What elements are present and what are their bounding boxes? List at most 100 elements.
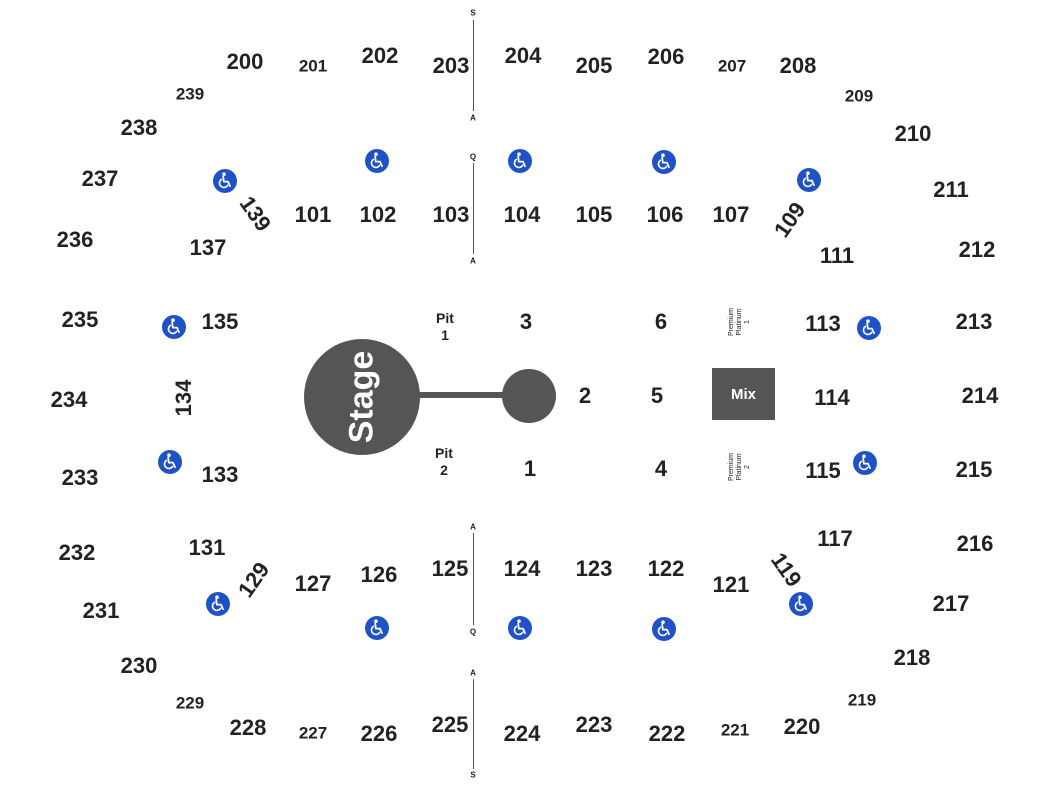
wheelchair-icon[interactable] <box>857 316 881 340</box>
section-203[interactable]: 203 <box>432 53 470 78</box>
section-200[interactable]: 200 <box>226 49 264 74</box>
wheelchair-icon[interactable] <box>162 315 186 339</box>
floor-section-2[interactable]: 2 <box>578 383 592 408</box>
section-134[interactable]: 134 <box>171 379 196 417</box>
section-103[interactable]: 103 <box>432 202 470 227</box>
section-222[interactable]: 222 <box>648 721 686 746</box>
wheelchair-icon[interactable] <box>652 150 676 174</box>
wheelchair-icon[interactable] <box>853 451 877 475</box>
wheelchair-icon[interactable] <box>206 592 230 616</box>
section-239[interactable]: 239 <box>175 84 205 104</box>
section-218[interactable]: 218 <box>893 645 931 670</box>
section-237[interactable]: 237 <box>81 166 119 191</box>
section-214[interactable]: 214 <box>961 383 999 408</box>
pit-2[interactable]: Pit 2 <box>435 445 453 479</box>
section-133[interactable]: 133 <box>201 462 239 487</box>
section-219[interactable]: 219 <box>847 690 877 710</box>
section-224[interactable]: 224 <box>503 721 541 746</box>
section-122[interactable]: 122 <box>647 556 685 581</box>
section-109[interactable]: 109 <box>768 197 811 242</box>
section-204[interactable]: 204 <box>504 43 542 68</box>
section-215[interactable]: 215 <box>955 457 993 482</box>
wheelchair-icon[interactable] <box>158 450 182 474</box>
section-212[interactable]: 212 <box>958 237 996 262</box>
section-231[interactable]: 231 <box>82 598 120 623</box>
section-238[interactable]: 238 <box>120 115 158 140</box>
section-229[interactable]: 229 <box>175 693 205 713</box>
aisle-line-bottom-inner <box>473 533 474 625</box>
section-221[interactable]: 221 <box>720 720 750 740</box>
aisle-letter-bottom-a: A <box>470 668 476 678</box>
section-206[interactable]: 206 <box>647 44 685 69</box>
section-129[interactable]: 129 <box>232 557 275 602</box>
pit-1[interactable]: Pit 1 <box>436 310 454 344</box>
section-230[interactable]: 230 <box>120 653 158 678</box>
floor-section-6[interactable]: 6 <box>654 309 668 334</box>
section-124[interactable]: 124 <box>503 556 541 581</box>
section-135[interactable]: 135 <box>201 309 239 334</box>
mix-booth[interactable]: Mix <box>712 368 775 420</box>
section-208[interactable]: 208 <box>779 53 817 78</box>
section-210[interactable]: 210 <box>894 121 932 146</box>
section-137[interactable]: 137 <box>189 235 227 260</box>
wheelchair-icon[interactable] <box>365 616 389 640</box>
b-stage[interactable] <box>502 369 556 423</box>
wheelchair-icon[interactable] <box>365 149 389 173</box>
section-226[interactable]: 226 <box>360 721 398 746</box>
wheelchair-icon[interactable] <box>213 169 237 193</box>
floor-section-1[interactable]: 1 <box>523 456 537 481</box>
section-113[interactable]: 113 <box>805 311 841 336</box>
section-225[interactable]: 225 <box>431 712 469 737</box>
section-205[interactable]: 205 <box>575 53 613 78</box>
premium-platinum-1[interactable]: Premium Platinum 1 <box>728 308 752 336</box>
floor-section-3[interactable]: 3 <box>519 309 533 334</box>
section-111[interactable]: 111 <box>819 243 855 268</box>
section-213[interactable]: 213 <box>955 309 993 334</box>
section-201[interactable]: 201 <box>298 56 328 76</box>
section-127[interactable]: 127 <box>294 571 332 596</box>
section-220[interactable]: 220 <box>783 714 821 739</box>
section-236[interactable]: 236 <box>56 227 94 252</box>
section-209[interactable]: 209 <box>844 86 874 106</box>
section-131[interactable]: 131 <box>188 535 226 560</box>
section-105[interactable]: 105 <box>575 202 613 227</box>
section-211[interactable]: 211 <box>933 177 969 202</box>
section-117[interactable]: 117 <box>817 526 853 551</box>
section-123[interactable]: 123 <box>575 556 613 581</box>
section-126[interactable]: 126 <box>360 562 398 587</box>
section-125[interactable]: 125 <box>431 556 469 581</box>
section-101[interactable]: 101 <box>294 202 332 227</box>
section-216[interactable]: 216 <box>956 531 994 556</box>
premium-1-line3: 1 <box>744 320 751 324</box>
premium-platinum-2[interactable]: Premium Platinum 2 <box>728 453 752 481</box>
section-114[interactable]: 114 <box>814 385 850 410</box>
section-121[interactable]: 121 <box>712 572 750 597</box>
section-104[interactable]: 104 <box>503 202 541 227</box>
section-139[interactable]: 139 <box>234 191 277 236</box>
section-234[interactable]: 234 <box>50 387 88 412</box>
wheelchair-icon[interactable] <box>797 168 821 192</box>
section-223[interactable]: 223 <box>575 712 613 737</box>
section-217[interactable]: 217 <box>932 591 970 616</box>
section-119[interactable]: 119 <box>765 548 807 592</box>
section-115[interactable]: 115 <box>805 458 841 483</box>
wheelchair-icon[interactable] <box>508 149 532 173</box>
mix-label: Mix <box>730 385 756 403</box>
section-102[interactable]: 102 <box>359 202 397 227</box>
section-233[interactable]: 233 <box>61 465 99 490</box>
wheelchair-icon[interactable] <box>508 616 532 640</box>
section-202[interactable]: 202 <box>361 43 399 68</box>
section-106[interactable]: 106 <box>646 202 684 227</box>
section-207[interactable]: 207 <box>717 56 747 76</box>
section-227[interactable]: 227 <box>298 723 328 743</box>
wheelchair-icon[interactable] <box>789 592 813 616</box>
floor-section-5[interactable]: 5 <box>650 383 664 408</box>
wheelchair-icon[interactable] <box>652 617 676 641</box>
floor-section-4[interactable]: 4 <box>654 456 668 481</box>
section-235[interactable]: 235 <box>61 307 99 332</box>
section-232[interactable]: 232 <box>58 540 96 565</box>
section-228[interactable]: 228 <box>229 715 267 740</box>
section-107[interactable]: 107 <box>712 202 750 227</box>
stage[interactable] <box>304 339 420 455</box>
